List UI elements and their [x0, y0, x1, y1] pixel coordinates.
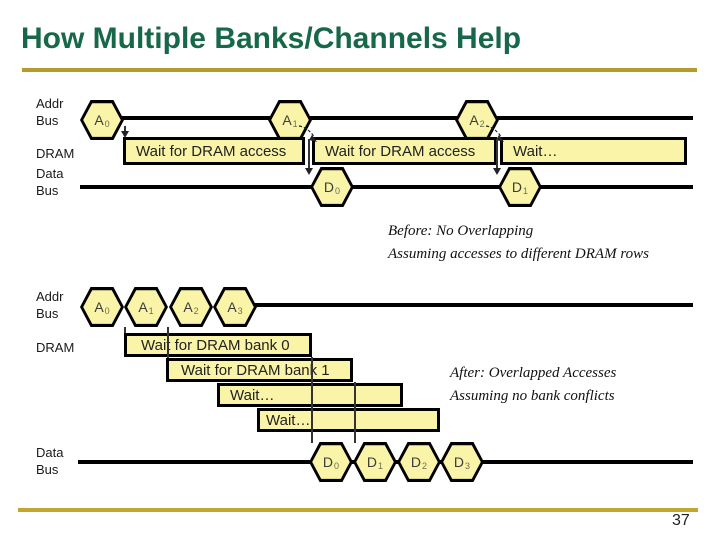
before-wait-box-0: Wait for DRAM access — [123, 137, 305, 165]
arrow-wait0-to-d0-head-icon — [305, 168, 313, 175]
before-caption: Before: No Overlapping Assuming accesses… — [388, 223, 649, 262]
before-addr-bus-line — [120, 116, 693, 120]
page-title: How Multiple Banks/Channels Help — [21, 22, 522, 55]
after-wait-box-0: Wait for DRAM bank 0 — [124, 333, 312, 357]
arrow-wait0-to-d0-line — [308, 139, 310, 169]
arrow-wait1-to-d1-line — [496, 139, 498, 169]
arrow-a0-to-wait-line — [124, 126, 126, 134]
before-addr-bus-label: Addr Bus — [36, 96, 64, 128]
before-data-bus-label: Data Bus — [36, 166, 64, 198]
after-wait-box-1: Wait for DRAM bank 1 — [166, 358, 353, 382]
after-data-bus-label: Data Bus — [36, 445, 64, 477]
connector-a1-to-bank1-line — [167, 327, 169, 358]
before-wait-box-2: Wait… — [500, 137, 687, 165]
connector-bank1-to-d1-line — [354, 382, 356, 443]
after-addr-bus-label: Addr Bus — [36, 289, 64, 321]
connector-bank0-to-d0-line — [311, 357, 313, 443]
after-wait-box-3: Wait… — [257, 408, 440, 432]
before-wait-box-1: Wait for DRAM access — [312, 137, 497, 165]
arrow-a0-to-wait-head-icon — [121, 131, 129, 138]
after-wait-box-2: Wait… — [217, 383, 403, 407]
footer-rule — [18, 508, 698, 512]
after-dram-label: DRAM — [36, 340, 75, 355]
title-underline — [22, 68, 697, 72]
before-dram-label: DRAM — [36, 146, 75, 161]
connector-a0-to-bank0-line — [124, 327, 126, 333]
dashed-arrow-a1-icon — [298, 125, 317, 142]
after-caption: After: Overlapped Accesses Assuming no b… — [450, 365, 617, 404]
after-addr-bus-line — [253, 303, 693, 307]
page-number: 37 — [672, 512, 690, 529]
arrow-wait1-to-d1-head-icon — [493, 168, 501, 175]
before-data-bus-line — [80, 185, 693, 189]
dashed-arrow-a2-icon — [485, 125, 504, 142]
